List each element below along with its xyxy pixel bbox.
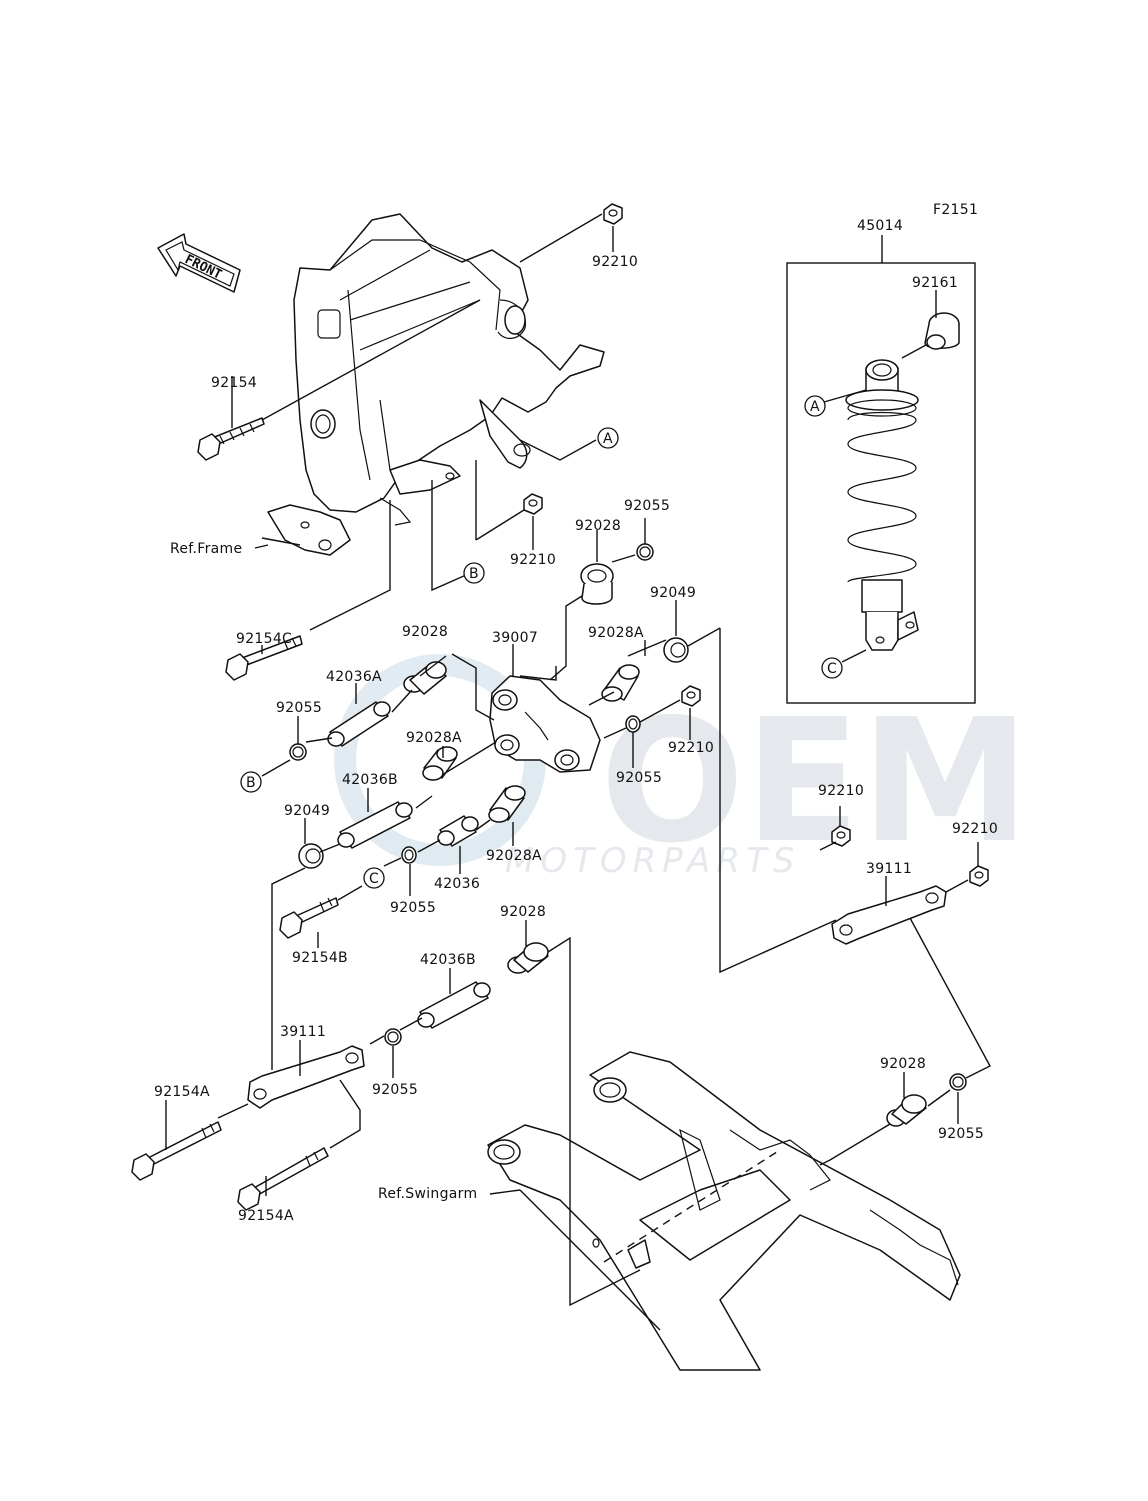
callout-b-link: B xyxy=(240,771,262,793)
link-39007 xyxy=(489,675,601,773)
part-39111-left: 39111 xyxy=(280,1024,326,1040)
part-92055-mid: 92055 xyxy=(390,900,436,916)
o-ring-92055-mid xyxy=(401,846,417,864)
part-92028-right: 92028 xyxy=(880,1056,926,1072)
collar-92028A-low xyxy=(488,785,526,823)
collar-92028A-mid xyxy=(422,746,458,781)
svg-text:A: A xyxy=(603,431,613,447)
collar-92028-top xyxy=(580,563,614,605)
watermark-sub: MOTORPARTS xyxy=(505,841,800,881)
leader-lines xyxy=(165,213,991,1331)
part-92028-top: 92028 xyxy=(575,518,621,534)
part-92055-link: 92055 xyxy=(616,770,662,786)
svg-text:C: C xyxy=(827,661,837,677)
o-ring-92055-right xyxy=(949,1073,967,1091)
part-42036B-top: 42036B xyxy=(342,772,398,788)
part-42036A: 42036A xyxy=(326,669,382,685)
part-92210-r2: 92210 xyxy=(952,821,998,837)
callout-c-link: C xyxy=(363,867,385,889)
watermark-main: OEM xyxy=(600,683,1030,881)
frame-assembly xyxy=(267,213,605,556)
part-92154C: 92154C xyxy=(236,631,292,647)
part-92210-mid: 92210 xyxy=(510,552,556,568)
bolt-92154B xyxy=(279,897,339,939)
part-92055-right: 92055 xyxy=(938,1126,984,1142)
svg-text:A: A xyxy=(810,399,820,415)
bushing-92161 xyxy=(924,312,960,350)
sleeve-42036A xyxy=(327,701,391,747)
callout-a-shock: A xyxy=(804,395,826,417)
callout-b-frame: B xyxy=(463,562,485,584)
watermark: OEM MOTORPARTS xyxy=(334,654,1030,881)
part-92154: 92154 xyxy=(211,375,257,391)
swingarm-assembly xyxy=(487,1051,961,1371)
svg-text:B: B xyxy=(469,566,479,582)
svg-text:C: C xyxy=(369,871,379,887)
shock-absorber xyxy=(845,359,919,651)
ref-frame-label: Ref.Frame xyxy=(170,541,242,557)
part-92055-left: 92055 xyxy=(276,700,322,716)
part-42036: 42036 xyxy=(434,876,480,892)
part-39007: 39007 xyxy=(492,630,538,646)
callout-c-shock: C xyxy=(821,657,843,679)
bolt-92154A-lower xyxy=(237,1147,329,1211)
part-92028-low: 92028 xyxy=(500,904,546,920)
washer-92049-left xyxy=(298,843,324,869)
part-92028-left: 92028 xyxy=(402,624,448,640)
o-ring-92055-top xyxy=(636,543,654,561)
figure-code: F2151 xyxy=(933,202,978,218)
part-92154B: 92154B xyxy=(292,950,348,966)
o-ring-92055-link xyxy=(625,715,641,733)
shock-absorber-box xyxy=(786,262,976,704)
rod-39111-right xyxy=(831,885,947,945)
nut-92210-link xyxy=(681,685,701,707)
part-92210-r1: 92210 xyxy=(818,783,864,799)
part-92028A-top: 92028A xyxy=(588,625,644,641)
collar-92028-right xyxy=(886,1094,927,1127)
o-ring-92055-left xyxy=(289,743,307,761)
callout-a-frame: A xyxy=(597,427,619,449)
svg-text:B: B xyxy=(246,775,256,791)
part-92161: 92161 xyxy=(912,275,958,291)
sleeve-42036B-low xyxy=(417,981,491,1029)
part-92028A-mid: 92028A xyxy=(406,730,462,746)
part-92028A-low: 92028A xyxy=(486,848,542,864)
rod-39111-left xyxy=(247,1045,365,1109)
sleeve-42036B-top xyxy=(337,801,413,849)
collar-92028-left xyxy=(403,661,447,695)
part-92154A-2: 92154A xyxy=(238,1208,294,1224)
collar-92028-low xyxy=(507,942,549,974)
part-92055-low: 92055 xyxy=(372,1082,418,1098)
part-92154A-1: 92154A xyxy=(154,1084,210,1100)
front-arrow-icon: FRONT xyxy=(157,233,241,293)
bolt-92154 xyxy=(197,417,265,461)
washer-92049-right xyxy=(663,637,689,663)
part-42036B-low: 42036B xyxy=(420,952,476,968)
part-92049-right: 92049 xyxy=(650,585,696,601)
nut-92210-top xyxy=(603,203,623,225)
part-92049-left: 92049 xyxy=(284,803,330,819)
part-92210-link: 92210 xyxy=(668,740,714,756)
part-labels: 45014 92161 92210 92154 92210 92055 9202… xyxy=(154,218,998,1224)
o-ring-92055-low xyxy=(384,1028,402,1046)
nut-92210-mid xyxy=(523,493,543,515)
part-92055-top: 92055 xyxy=(624,498,670,514)
bolt-92154A-upper xyxy=(131,1121,222,1181)
part-45014: 45014 xyxy=(857,218,903,234)
bolt-92154C xyxy=(225,635,303,681)
ref-swingarm-label: Ref.Swingarm xyxy=(378,1186,477,1202)
part-39111-right: 39111 xyxy=(866,861,912,877)
part-92210-top: 92210 xyxy=(592,254,638,270)
sleeve-42036 xyxy=(437,815,479,847)
